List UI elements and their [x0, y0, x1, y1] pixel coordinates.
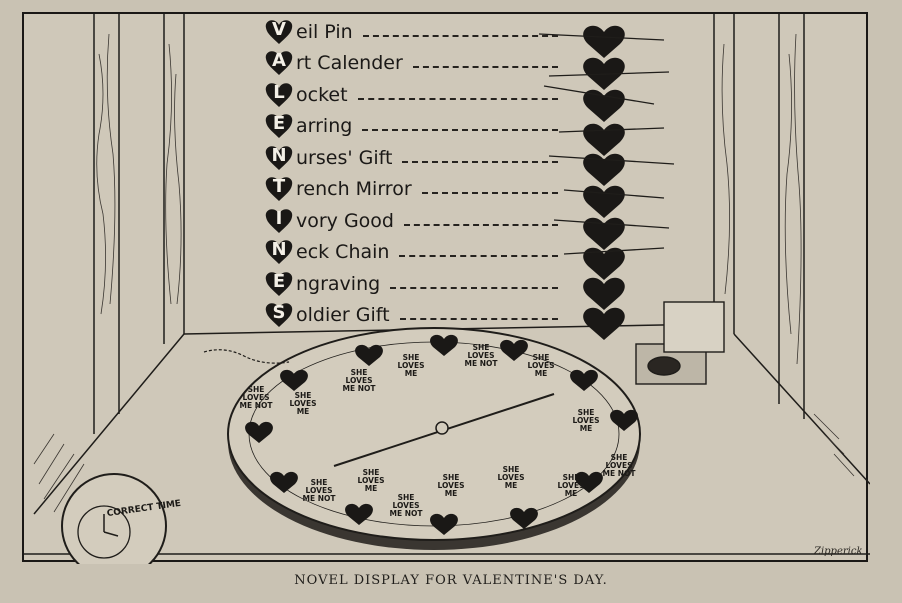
dial-label: SHE LOVES ME	[289, 391, 317, 416]
dial-label: SHE LOVES ME	[527, 353, 555, 378]
list-item: E arring	[264, 111, 564, 143]
dotted-leader	[412, 66, 558, 69]
dial-label: SHE LOVES ME	[437, 473, 465, 498]
dotted-leader	[357, 97, 558, 100]
list-item: N urses' Gift	[264, 142, 564, 174]
heart-icon: T	[264, 174, 294, 204]
dial-label: SHE LOVES ME NOT	[302, 478, 336, 503]
list-item-capital: E	[272, 113, 286, 135]
dial-label: SHE LOVES ME NOT	[389, 493, 423, 518]
clock-icon	[61, 473, 167, 564]
dial-label: SHE LOVES ME	[572, 408, 600, 433]
dotted-leader	[404, 223, 558, 226]
list-item-label: vory Good	[296, 209, 394, 232]
list-item: S oldier Gift	[264, 300, 564, 332]
heart-icon: A	[264, 48, 294, 78]
list-item-label: rt Calender	[296, 52, 403, 75]
dotted-leader	[362, 129, 558, 132]
list-item: I vory Good	[264, 205, 564, 237]
dial-label: SHE LOVES ME	[357, 468, 385, 493]
hanging-hearts	[583, 25, 625, 340]
dial-label: SHE LOVES ME	[397, 353, 425, 378]
list-item-capital: I	[275, 207, 283, 229]
dial-label: SHE LOVES ME NOT	[464, 343, 498, 368]
list-item-label: urses' Gift	[296, 146, 393, 169]
list-item: T rench Mirror	[264, 174, 564, 206]
list-item-label: rench Mirror	[296, 178, 412, 201]
heart-icon: S	[264, 300, 294, 330]
list-item-label: ocket	[296, 83, 348, 106]
heart-icon: V	[264, 17, 294, 47]
dotted-leader	[402, 160, 558, 163]
list-item-capital: A	[272, 50, 286, 72]
dotted-leader	[399, 318, 558, 321]
dotted-leader	[362, 34, 558, 37]
list-item-capital: N	[271, 239, 287, 261]
list-item-capital: S	[272, 302, 286, 324]
list-item: L ocket	[264, 79, 564, 111]
dial-label: SHE LOVES ME	[557, 473, 585, 498]
list-item-label: ngraving	[296, 272, 381, 295]
heart-icon: N	[264, 237, 294, 267]
list-item-label: arring	[296, 115, 353, 138]
heart-icon: I	[264, 206, 294, 236]
heart-icon: E	[264, 111, 294, 141]
list-item-capital: V	[272, 18, 286, 40]
window-display-drawing	[24, 14, 870, 564]
list-item-label: oldier Gift	[296, 304, 390, 327]
dial-label: SHE LOVES ME NOT	[239, 385, 273, 410]
list-item: V eil Pin	[264, 16, 564, 48]
list-item-capital: T	[272, 176, 286, 198]
list-item-capital: E	[272, 270, 286, 292]
loves-me-dial	[227, 327, 641, 550]
heart-icon: E	[264, 269, 294, 299]
list-item: A rt Calender	[264, 48, 564, 80]
dotted-leader	[421, 192, 558, 195]
caption: NOVEL DISPLAY FOR VALENTINE'S DAY.	[294, 573, 608, 588]
list-item-capital: L	[273, 81, 285, 103]
dial-label: SHE LOVES ME NOT	[602, 453, 636, 478]
list-item-label: eil Pin	[296, 20, 353, 43]
valentines-acrostic-list: V eil Pin A rt Calender L ocket E	[264, 16, 564, 331]
list-item: E ngraving	[264, 268, 564, 300]
dial-label: SHE LOVES ME	[497, 465, 525, 490]
dial-label: SHE LOVES ME NOT	[342, 368, 376, 393]
list-item-capital: N	[271, 144, 287, 166]
dotted-leader	[399, 255, 558, 258]
heart-icon: N	[264, 143, 294, 173]
dotted-leader	[390, 286, 558, 289]
list-item: N eck Chain	[264, 237, 564, 269]
heart-icon: L	[264, 80, 294, 110]
artist-signature: Zipperick	[814, 546, 863, 557]
list-item-label: eck Chain	[296, 241, 390, 264]
illustration-plate: V eil Pin A rt Calender L ocket E	[22, 12, 870, 564]
